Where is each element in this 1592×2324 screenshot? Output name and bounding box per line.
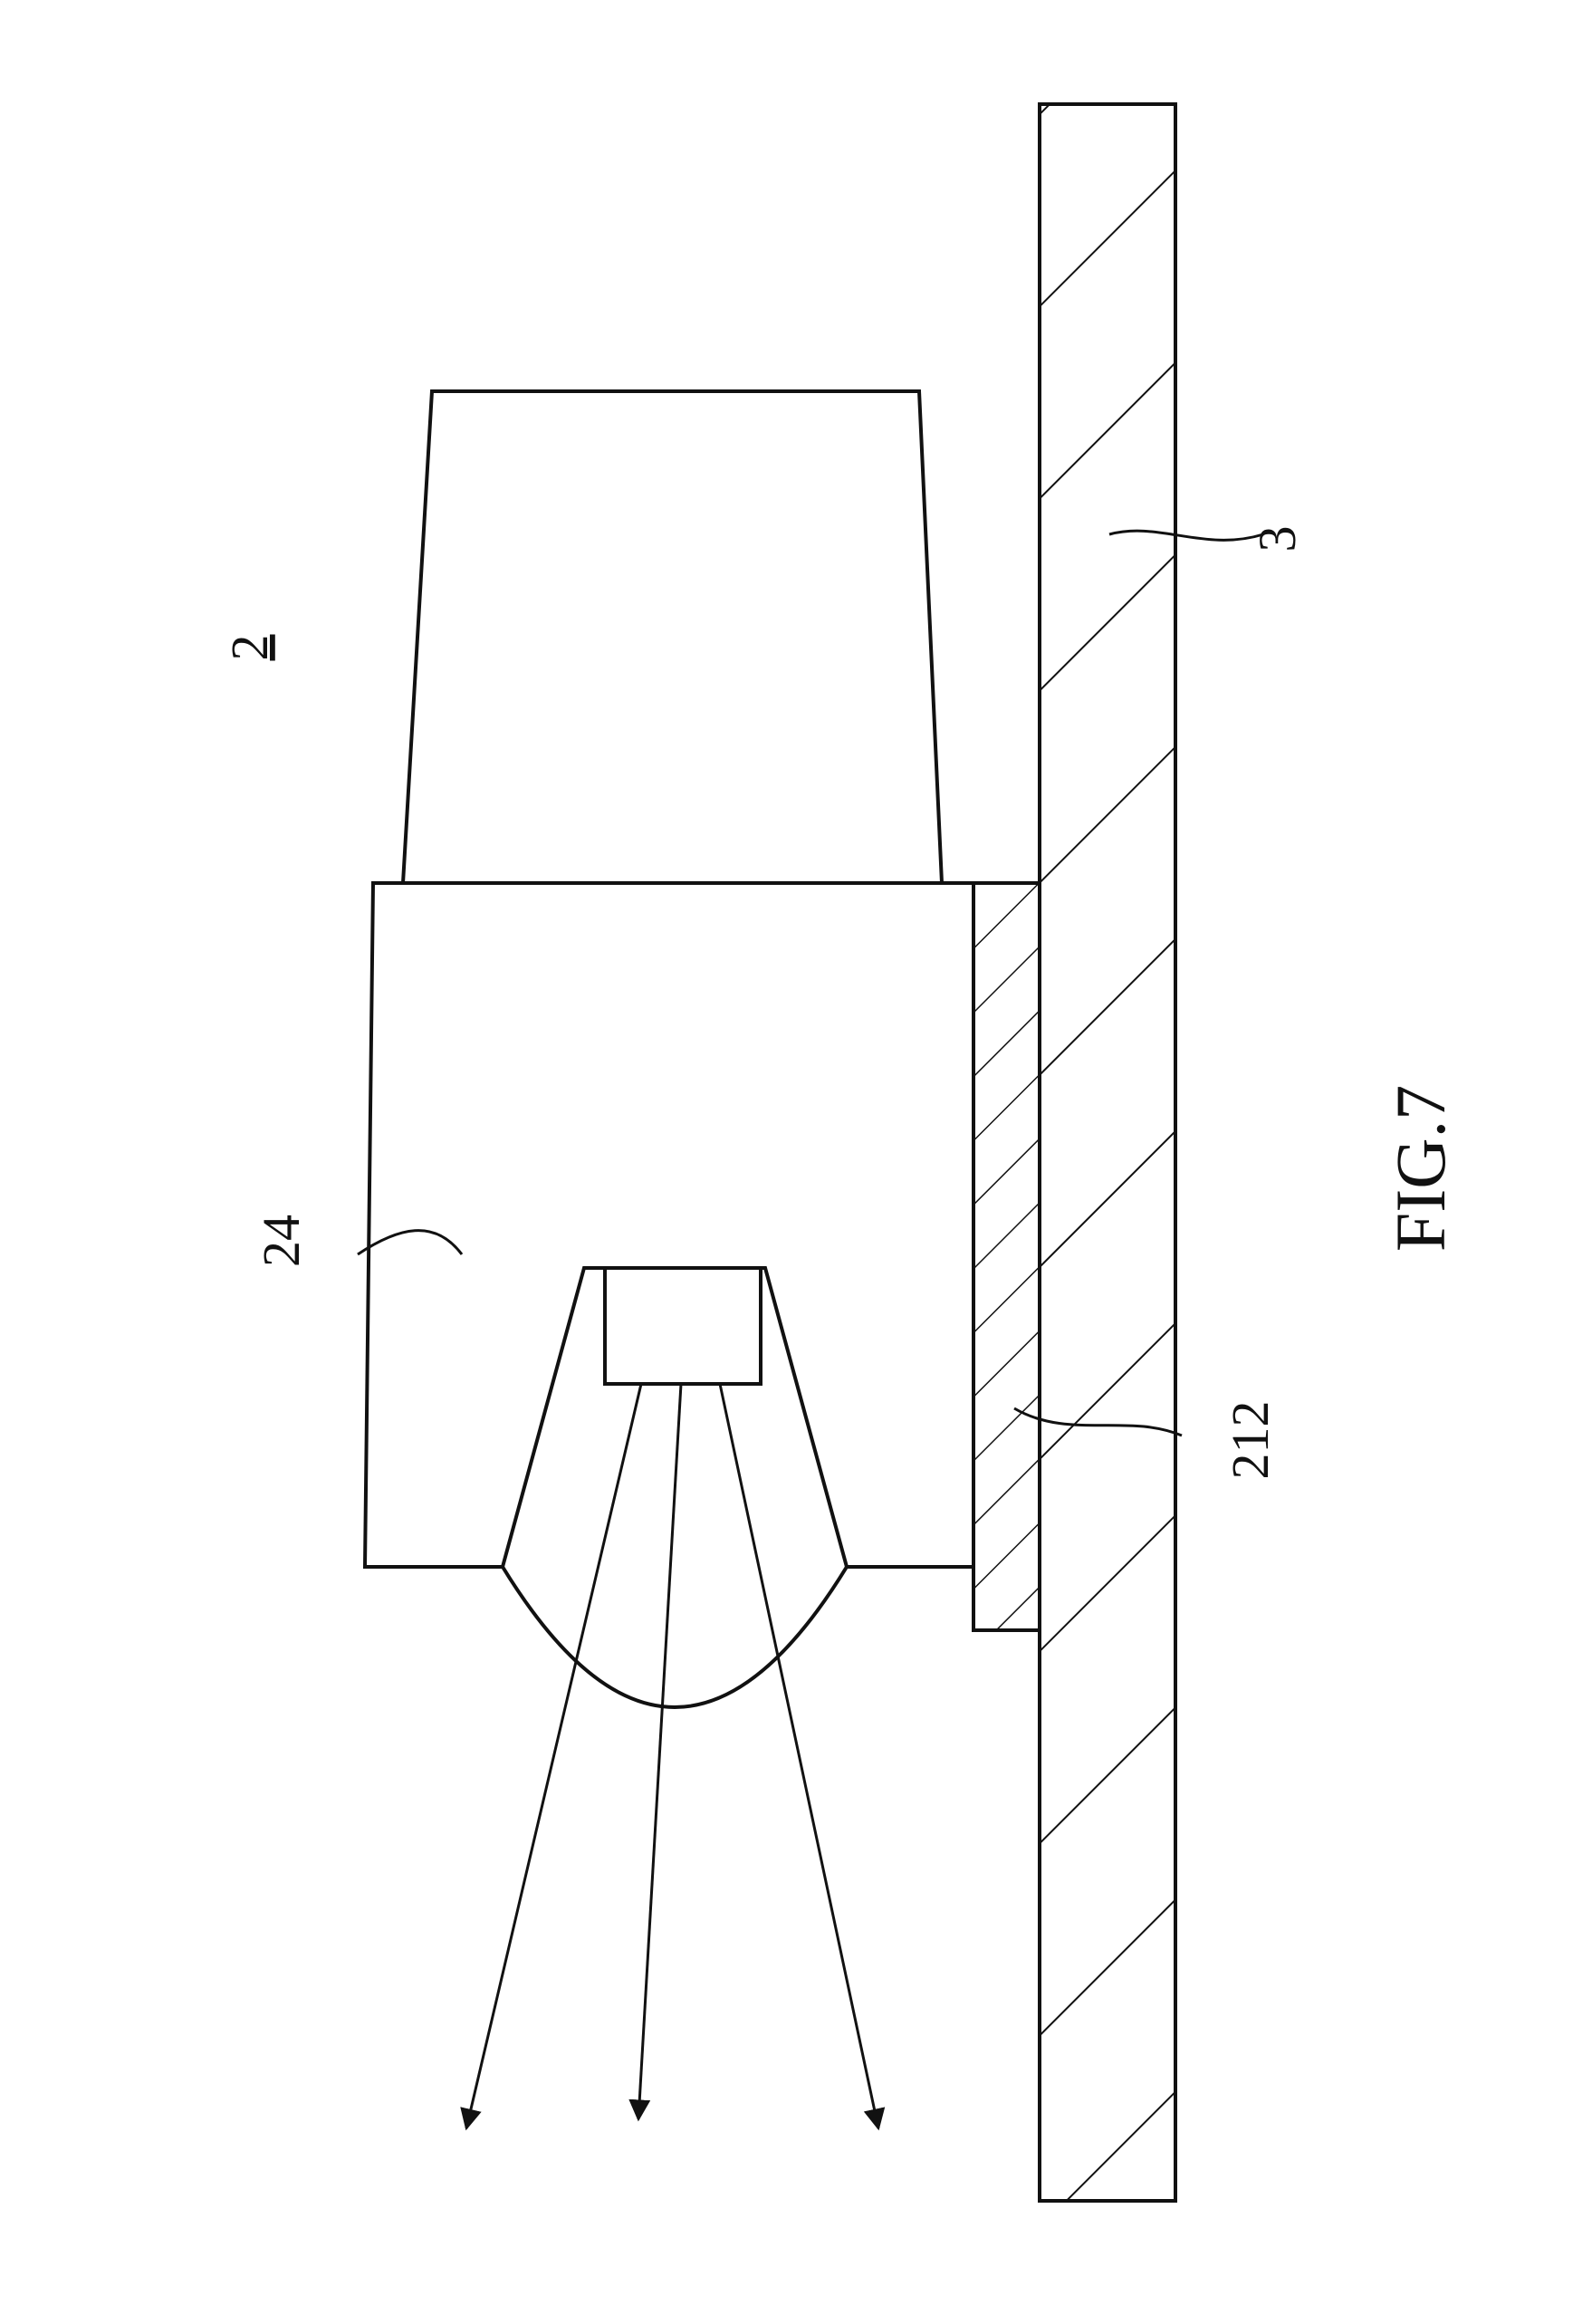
light-ray-left bbox=[460, 1383, 643, 2131]
light-ray-center bbox=[628, 1383, 683, 2122]
leader-line-212 bbox=[1013, 1407, 1183, 1437]
light-ray-right bbox=[718, 1383, 886, 2131]
lens-body bbox=[362, 881, 975, 1569]
figure-caption: FIG.7 bbox=[1381, 1085, 1460, 1252]
label-device: 2 bbox=[220, 635, 279, 661]
label-pad: 212 bbox=[1221, 1401, 1280, 1480]
label-lens-body: 24 bbox=[252, 1215, 311, 1267]
dome-lens bbox=[501, 1565, 849, 1709]
rear-housing bbox=[400, 389, 945, 885]
substrate-board bbox=[1038, 102, 1177, 2203]
label-substrate: 3 bbox=[1248, 526, 1307, 552]
leader-line-3 bbox=[1108, 529, 1264, 542]
led-chip bbox=[603, 1266, 762, 1386]
bonding-pad bbox=[972, 881, 1041, 1632]
leader-line-24 bbox=[357, 1229, 464, 1256]
